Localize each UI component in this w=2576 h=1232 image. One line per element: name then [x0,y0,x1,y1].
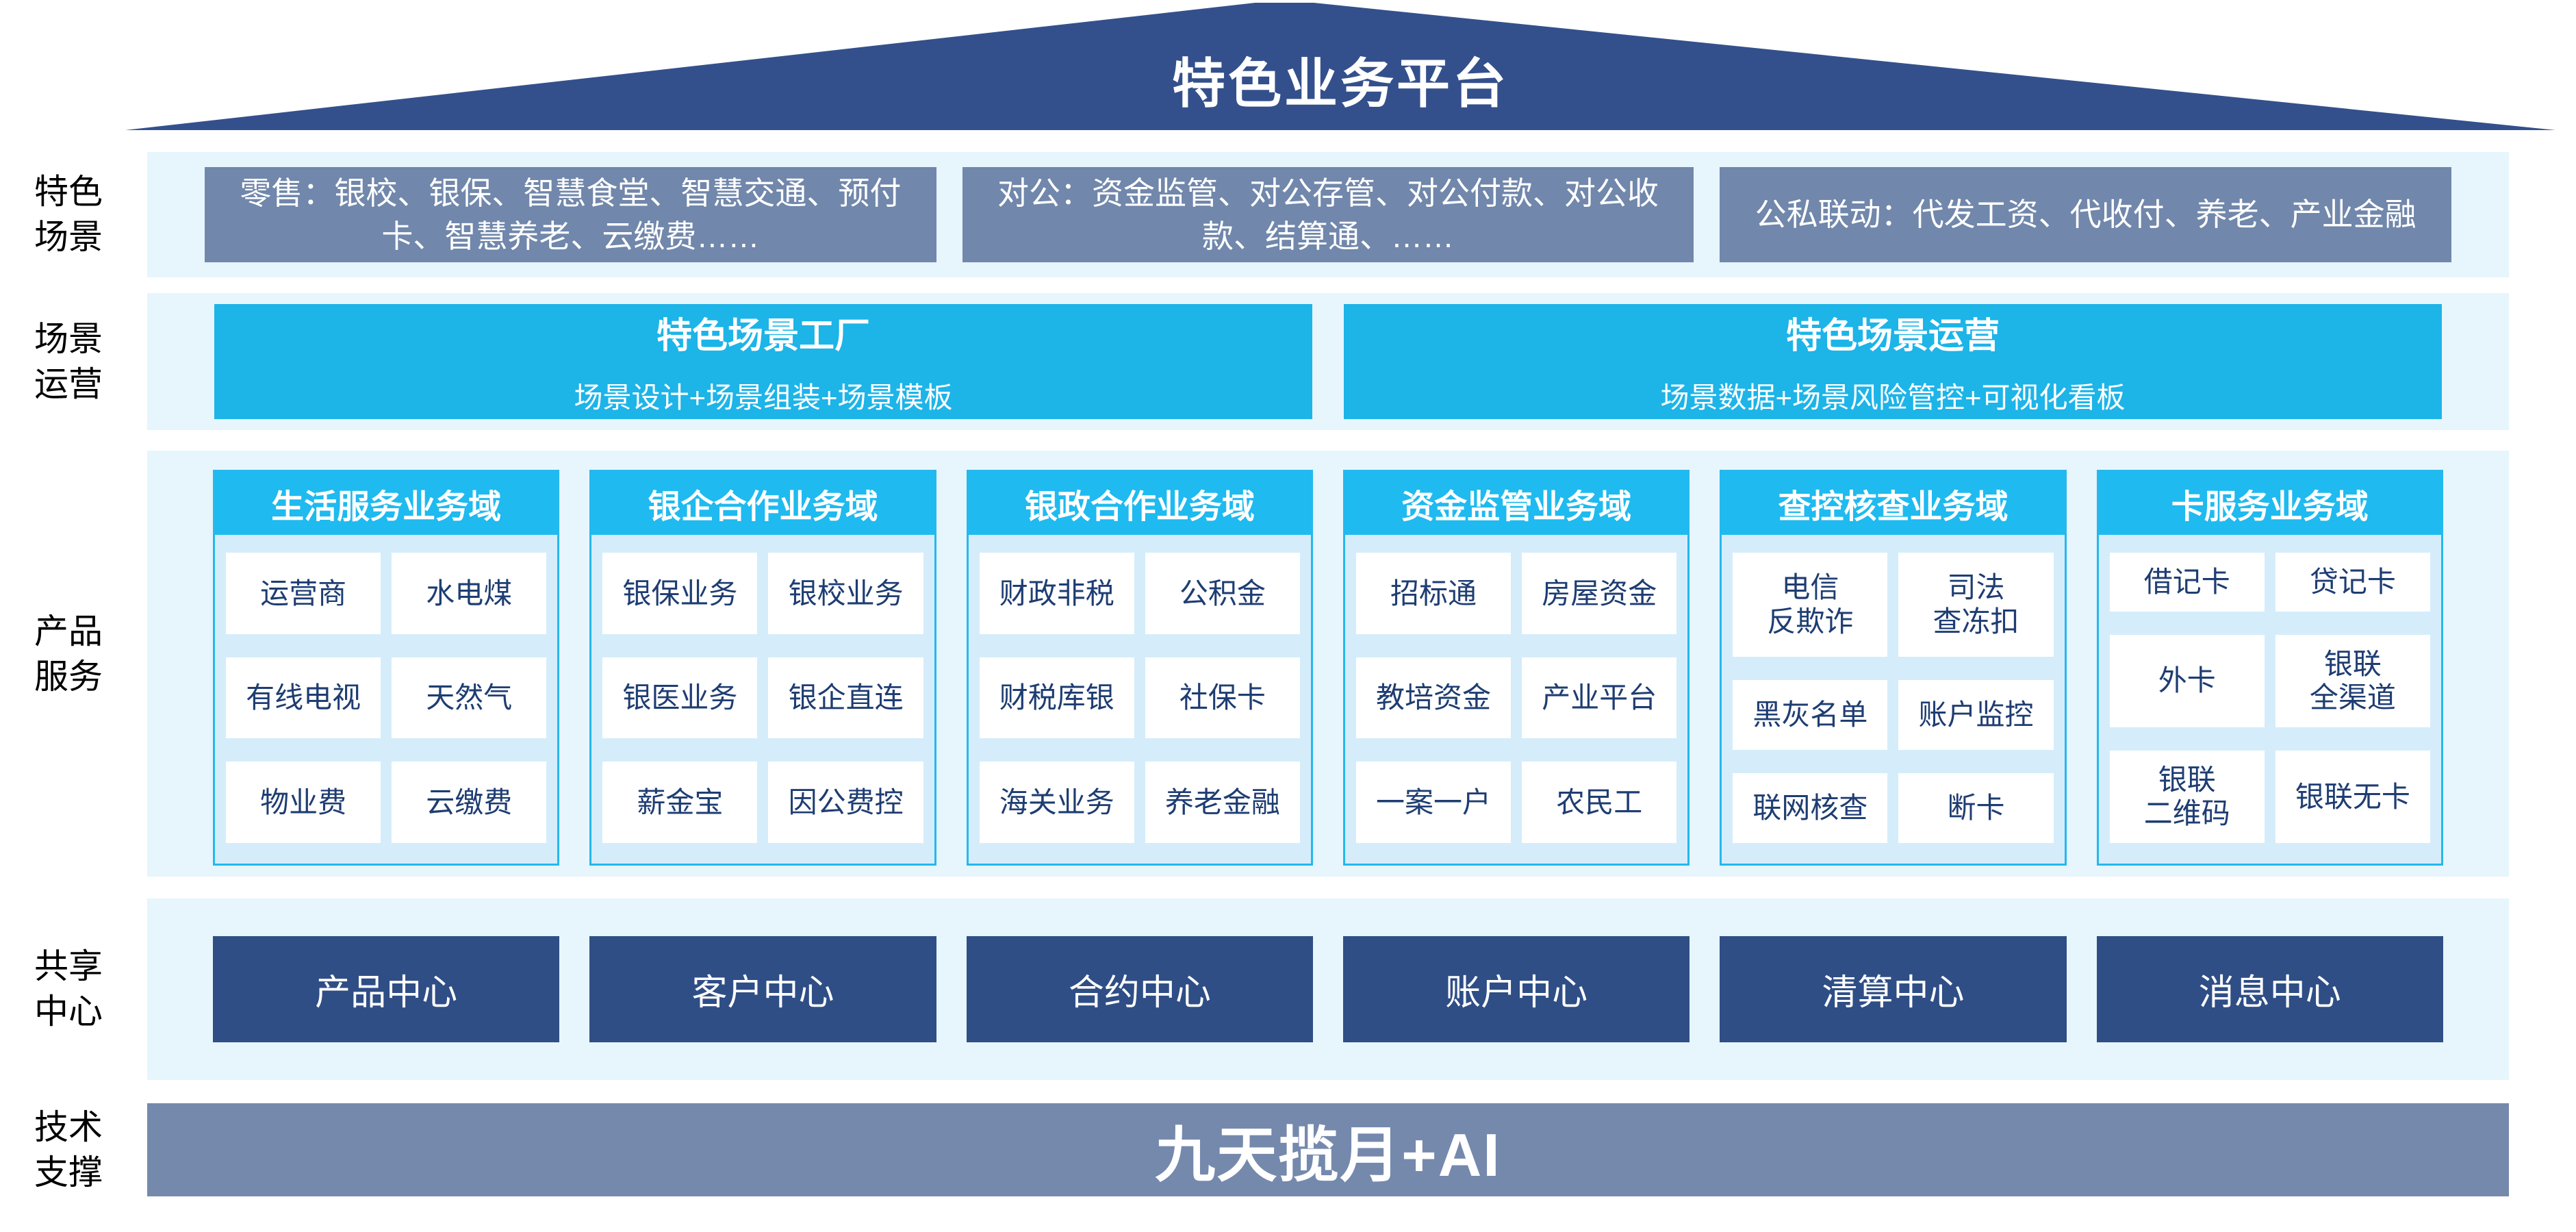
domain-column-card-services: 卡服务业务域 借记卡 贷记卡 外卡 银联 全渠道 银联 二维码 银联无卡 [2096,470,2443,866]
domain-header: 银企合作业务域 [591,472,934,535]
domain-cell: 财税库银 [979,657,1134,739]
band-product-services: 生活服务业务域 运营商 水电煤 有线电视 天然气 物业费 云缴费 银企合作业务域… [147,451,2509,877]
tech-support-bar-label: 九天揽月+AI [1155,1120,1501,1189]
center-box-contract: 合约中心 [966,936,1313,1042]
domain-column-bank-government: 银政合作业务域 财政非税 公积金 财税库银 社保卡 海关业务 养老金融 [966,470,1313,866]
domain-column-life-services: 生活服务业务域 运营商 水电煤 有线电视 天然气 物业费 云缴费 [213,470,560,866]
scene-box-corporate: 对公：资金监管、对公存管、对公付款、对公收款、结算通、…… [962,167,1694,262]
domain-cell: 断卡 [1898,772,2054,843]
domain-cell: 养老金融 [1145,762,1300,843]
scene-operation-title: 特色场景运营 [1785,316,2000,356]
domain-cell: 因公费控 [768,762,923,843]
domain-column-fund-supervision: 资金监管业务域 招标通 房屋资金 教培资金 产业平台 一案一户 农民工 [1342,470,1690,866]
domain-cell: 运营商 [226,553,381,634]
center-box-customer: 客户中心 [589,936,936,1042]
domain-cell: 社保卡 [1145,657,1300,739]
domain-header: 卡服务业务域 [2098,472,2441,535]
domain-cell: 财政非税 [979,553,1134,634]
domain-cell: 银联无卡 [2275,750,2430,843]
domain-cell: 电信 反欺诈 [1733,553,1888,657]
domain-cell: 海关业务 [979,762,1134,843]
domain-cell: 银联 二维码 [2109,750,2265,843]
domain-body: 运营商 水电煤 有线电视 天然气 物业费 云缴费 [215,535,557,864]
domain-header: 生活服务业务域 [215,472,558,535]
domain-cell: 薪金宝 [602,762,758,843]
domain-cell: 云缴费 [392,762,547,843]
row-label-tech: 技术 支撑 [34,1108,103,1192]
band-featured-scenes: 零售：银校、银保、智慧食堂、智慧交通、预付卡、智慧养老、云缴费…… 对公：资金监… [147,152,2509,277]
domain-cell: 银联 全渠道 [2275,634,2430,727]
row-label-shared: 共享 中心 [34,947,103,1031]
row-label-scene-ops: 场景 运营 [34,320,103,403]
band-scene-operation: 特色场景工厂 场景设计+场景组装+场景模板 特色场景运营 场景数据+场景风险管控… [147,293,2509,430]
scene-operation-subtitle: 场景数据+场景风险管控+可视化看板 [1660,381,2126,414]
domain-cell: 银医业务 [602,657,758,739]
domain-cell: 司法 查冻扣 [1898,553,2054,657]
domain-cell: 账户监控 [1898,679,2054,750]
domain-header: 银政合作业务域 [968,472,1311,535]
domain-body: 借记卡 贷记卡 外卡 银联 全渠道 银联 二维码 银联无卡 [2099,535,2441,864]
domain-cell: 银校业务 [768,553,923,634]
domain-cell: 教培资金 [1355,657,1512,739]
domain-cell: 产业平台 [1522,657,1677,739]
domain-cell: 农民工 [1522,762,1677,843]
domain-body: 银保业务 银校业务 银医业务 银企直连 薪金宝 因公费控 [591,535,934,864]
domain-body: 电信 反欺诈 司法 查冻扣 黑灰名单 账户监控 联网核查 断卡 [1722,535,2064,864]
roof-banner: 特色业务平台 [125,3,2555,130]
scene-box-retail: 零售：银校、银保、智慧食堂、智慧交通、预付卡、智慧养老、云缴费…… [205,167,936,262]
domain-cell: 有线电视 [226,657,381,739]
row-label-scenes: 特色 场景 [34,173,103,256]
domain-cell: 公积金 [1145,553,1300,634]
domain-cell: 物业费 [226,762,381,843]
domain-cell: 银保业务 [602,553,758,634]
domain-column-inspection: 查控核查业务域 电信 反欺诈 司法 查冻扣 黑灰名单 账户监控 联网核查 断卡 [1720,470,2067,866]
domain-cell: 借记卡 [2109,553,2265,612]
domain-cell: 联网核查 [1733,772,1888,843]
center-box-message: 消息中心 [2096,936,2443,1042]
domain-cell: 招标通 [1355,553,1512,634]
domain-cell: 贷记卡 [2275,553,2430,612]
scene-operation-box: 特色场景运营 场景数据+场景风险管控+可视化看板 [1344,304,2442,419]
domain-body: 招标通 房屋资金 教培资金 产业平台 一案一户 农民工 [1345,535,1687,864]
domain-header: 查控核查业务域 [1722,472,2065,535]
scene-factory-title: 特色场景工厂 [656,316,870,356]
scene-factory-subtitle: 场景设计+场景组装+场景模板 [574,381,953,414]
tech-support-bar: 九天揽月+AI [147,1103,2509,1196]
domain-cell: 房屋资金 [1522,553,1677,634]
domain-cell: 水电煤 [392,553,547,634]
domain-cell: 黑灰名单 [1733,679,1888,750]
scene-box-public-private: 公私联动：代发工资、代收付、养老、产业金融 [1720,167,2452,262]
domain-body: 财政非税 公积金 财税库银 社保卡 海关业务 养老金融 [969,535,1311,864]
band-shared-centers: 产品中心 客户中心 合约中心 账户中心 清算中心 消息中心 [147,898,2509,1080]
domain-cell: 天然气 [392,657,547,739]
domain-column-bank-enterprise: 银企合作业务域 银保业务 银校业务 银医业务 银企直连 薪金宝 因公费控 [589,470,936,866]
domain-cell: 银企直连 [768,657,923,739]
scene-factory-box: 特色场景工厂 场景设计+场景组装+场景模板 [214,304,1312,419]
diagram-title: 特色业务平台 [1171,53,1509,114]
domain-header: 资金监管业务域 [1344,472,1688,535]
center-box-product: 产品中心 [213,936,560,1042]
center-box-clearing: 清算中心 [1720,936,2067,1042]
center-box-account: 账户中心 [1342,936,1690,1042]
domain-cell: 外卡 [2109,634,2265,727]
domain-cell: 一案一户 [1355,762,1512,843]
row-label-products: 产品 服务 [34,612,103,696]
